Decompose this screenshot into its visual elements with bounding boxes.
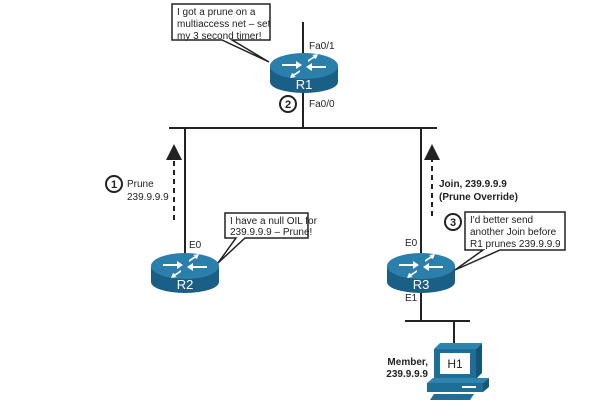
pc-base: [427, 383, 483, 392]
svg-text:I have a null OIL for: I have a null OIL for: [230, 216, 318, 227]
router-r1-name: R1: [296, 77, 313, 92]
pc-monitor-top: [434, 343, 482, 349]
step-1-label-line2: 239.9.9.9: [127, 192, 169, 203]
svg-text:R1 prunes 239.9.9.9: R1 prunes 239.9.9.9: [470, 239, 561, 250]
svg-text:my 3 second timer!: my 3 second timer!: [177, 31, 261, 42]
host-member-label: Member,: [387, 357, 428, 368]
host-h1-name: H1: [447, 357, 463, 371]
pc-keyboard: [430, 394, 474, 400]
step-1-marker: 1: [105, 175, 123, 193]
pc-screen: [440, 353, 470, 374]
router-icon: [282, 54, 326, 78]
router-icon: [163, 254, 207, 278]
pc-monitor-side: [476, 343, 482, 379]
step-2-marker: 2: [279, 95, 297, 113]
router-icon: [399, 254, 443, 278]
step-3-marker: 3: [444, 213, 462, 231]
router-r3[interactable]: R3: [387, 253, 455, 293]
router-r3-name: R3: [413, 277, 430, 292]
router-r2[interactable]: R2: [151, 253, 219, 293]
router-r2-name: R2: [177, 277, 194, 292]
r3-iface-e0: E0: [405, 238, 418, 249]
step-3-label-line1: Join, 239.9.9.9: [439, 179, 507, 190]
speech-bubble-r1: I got a prune on a multiaccess net – set…: [171, 3, 271, 63]
host-group-label: 239.9.9.9: [386, 369, 428, 380]
r1-iface-fa01: Fa0/1: [309, 41, 335, 52]
svg-text:1: 1: [111, 179, 117, 191]
r2-iface-e0: E0: [189, 240, 202, 251]
svg-text:another Join before: another Join before: [470, 227, 557, 238]
svg-text:multiaccess net – set: multiaccess net – set: [177, 19, 271, 30]
svg-text:I'd better send: I'd better send: [470, 215, 533, 226]
host-h1[interactable]: H1: [427, 343, 489, 400]
step-3-label-line2: (Prune Override): [439, 192, 518, 203]
svg-text:2: 2: [285, 99, 291, 111]
r3-iface-e1: E1: [405, 293, 418, 304]
svg-text:3: 3: [450, 217, 456, 229]
speech-bubble-r3: I'd better send another Join before R1 p…: [454, 211, 566, 271]
router-r1[interactable]: R1: [270, 53, 338, 93]
r1-iface-fa00: Fa0/0: [309, 99, 335, 110]
svg-text:239.9.9.9 – Prune!: 239.9.9.9 – Prune!: [230, 227, 312, 238]
speech-bubble-r2: I have a null OIL for 239.9.9.9 – Prune!: [217, 212, 318, 264]
svg-text:I got a prune on a: I got a prune on a: [177, 7, 256, 18]
step-1-label-line1: Prune: [127, 179, 154, 190]
pc-base-top: [427, 378, 489, 383]
